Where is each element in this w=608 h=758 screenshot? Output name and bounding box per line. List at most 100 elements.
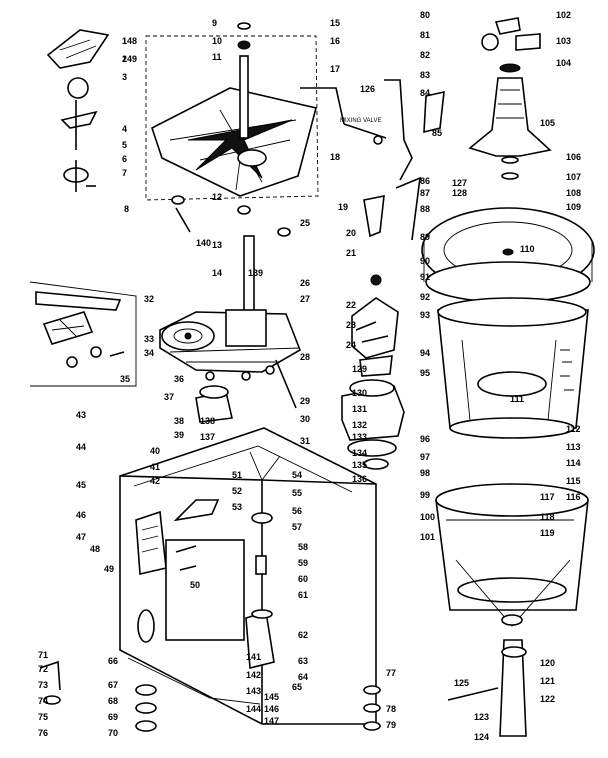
callout-number: 133 — [352, 432, 367, 442]
callout-number: 144 — [246, 704, 261, 714]
callout-number: 118 — [540, 512, 555, 522]
callout-number: 8 — [124, 204, 129, 214]
callout-number: 12 — [212, 192, 222, 202]
callout-number: 107 — [566, 172, 581, 182]
callout-number: 11 — [212, 52, 222, 62]
callout-number: 99 — [420, 490, 430, 500]
callout-number: 141 — [246, 652, 261, 662]
callout-number: 43 — [76, 410, 86, 420]
callout-number: 40 — [150, 446, 160, 456]
callout-number: 135 — [352, 460, 367, 470]
callout-number: 100 — [420, 512, 435, 522]
callout-number: 111 — [510, 394, 524, 404]
callout-number: 71 — [38, 650, 48, 660]
callout-number: 90 — [420, 256, 430, 266]
callout-number: 115 — [566, 476, 581, 486]
callout-number: 116 — [566, 492, 581, 502]
callout-number: 129 — [352, 364, 367, 374]
callout-number: 66 — [108, 656, 118, 666]
callout-number: 26 — [300, 278, 310, 288]
callout-number: 130 — [352, 388, 367, 398]
callout-number: 102 — [556, 10, 571, 20]
callout-number: 51 — [232, 470, 242, 480]
tub-cover — [421, 207, 595, 303]
agitator — [468, 17, 552, 180]
callout-number: 3 — [122, 72, 127, 82]
callout-number: 121 — [540, 676, 555, 686]
callout-number: 45 — [76, 480, 86, 490]
callout-number: 132 — [352, 420, 367, 430]
small-parts-column — [46, 29, 110, 192]
callout-number: 5 — [122, 140, 127, 150]
callout-number: 13 — [212, 240, 222, 250]
callout-number: 131 — [352, 404, 367, 414]
callout-number: 35 — [120, 374, 130, 384]
callout-number: 67 — [108, 680, 118, 690]
callout-number: 21 — [346, 248, 356, 258]
callout-number: 34 — [144, 348, 154, 358]
callout-number: 31 — [300, 436, 310, 446]
callout-number: 38 — [174, 416, 184, 426]
callout-number: 123 — [474, 712, 489, 722]
agitator-base-plate — [145, 22, 319, 237]
callout-number: 41 — [150, 462, 160, 472]
callout-number: 119 — [540, 528, 555, 538]
callout-number: 106 — [566, 152, 581, 162]
callout-number: 95 — [420, 368, 430, 378]
wash-basket — [437, 297, 589, 439]
callout-number: 29 — [300, 396, 310, 406]
callout-number: 10 — [212, 36, 222, 46]
callout-number: 101 — [420, 532, 435, 542]
callout-number: 58 — [298, 542, 308, 552]
hoses-and-brackets — [300, 79, 445, 241]
callout-number: 27 — [300, 294, 310, 304]
callout-numbers: 1234567891011121314151617181920212223242… — [38, 10, 581, 742]
callout-number: 112 — [566, 424, 581, 434]
callout-number: 117 — [540, 492, 555, 502]
callout-number: 122 — [540, 694, 555, 704]
callout-number: 70 — [108, 728, 118, 738]
callout-number: 125 — [454, 678, 469, 688]
callout-number: 50 — [190, 580, 200, 590]
callout-number: 68 — [108, 696, 118, 706]
callout-number: 62 — [298, 630, 308, 640]
transmission-assembly — [159, 235, 301, 423]
callout-number: 2 — [122, 54, 127, 64]
callout-number: 14 — [212, 268, 222, 278]
callout-number: 120 — [540, 658, 555, 668]
callout-number: 89 — [420, 232, 430, 242]
callout-number: 124 — [474, 732, 489, 742]
callout-number: 83 — [420, 70, 430, 80]
callout-number: 138 — [200, 416, 215, 426]
callout-number: 87 — [420, 188, 430, 198]
callout-number: 103 — [556, 36, 571, 46]
callout-number: 61 — [298, 590, 308, 600]
callout-number: 56 — [292, 506, 302, 516]
callout-number: 85 — [432, 128, 442, 138]
callout-number: 74 — [38, 696, 48, 706]
callout-number: 4 — [122, 124, 127, 134]
callout-number: 77 — [386, 668, 396, 678]
callout-number: 19 — [338, 202, 348, 212]
callout-number: 147 — [264, 716, 279, 726]
callout-number: 139 — [248, 268, 263, 278]
callout-number: 33 — [144, 334, 154, 344]
callout-number: 37 — [164, 392, 174, 402]
callout-number: 75 — [38, 712, 48, 722]
callout-number: 145 — [264, 692, 279, 702]
callout-number: 91 — [420, 272, 430, 282]
callout-number: 24 — [346, 340, 356, 350]
callout-number: 15 — [330, 18, 340, 28]
callout-number: 73 — [38, 680, 48, 690]
callout-number: 48 — [90, 544, 100, 554]
callout-number: 134 — [352, 448, 367, 458]
callout-number: 53 — [232, 502, 242, 512]
callout-number: 96 — [420, 434, 430, 444]
callout-number: 93 — [420, 310, 430, 320]
callout-number: 78 — [386, 704, 396, 714]
callout-number: 137 — [200, 432, 215, 442]
callout-number: 72 — [38, 664, 48, 674]
callout-number: 143 — [246, 686, 261, 696]
callout-number: 32 — [144, 294, 154, 304]
callout-number: 46 — [76, 510, 86, 520]
